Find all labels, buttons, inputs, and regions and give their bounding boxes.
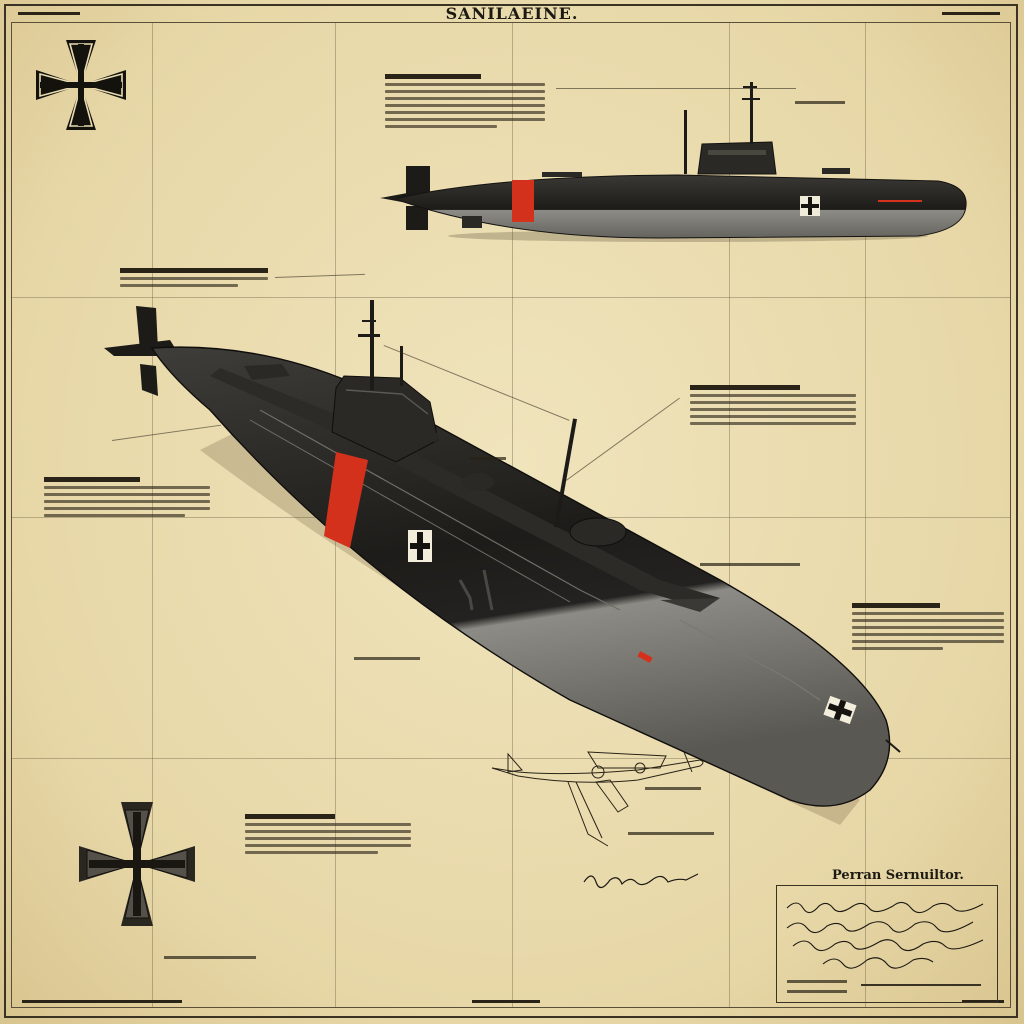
grid-line (865, 22, 866, 1008)
side-view-label (795, 101, 845, 104)
signature (583, 873, 699, 889)
iron-cross-emblem (36, 40, 126, 130)
callout-label (354, 657, 420, 660)
outer-border (4, 4, 1018, 1018)
grid-line (11, 297, 1011, 298)
annotation-block-top (385, 74, 545, 132)
callout-label (700, 563, 800, 566)
annotation-block-bottom (245, 814, 411, 858)
grid-line (11, 758, 1011, 759)
callout-label (628, 832, 714, 835)
inner-border (11, 22, 1011, 1008)
handwritten-inscription (786, 901, 984, 969)
footer-caption-right (962, 997, 1004, 1006)
footer-caption-left (22, 997, 182, 1006)
submarine-perspective-view (104, 300, 901, 825)
corner-caption-right (942, 9, 1000, 18)
sheet-title: SANILAEINE. (445, 4, 579, 23)
grid-line (729, 22, 730, 1008)
certificate-caption (787, 990, 847, 993)
callout-label (645, 787, 701, 790)
aircraft-sketch (491, 751, 704, 847)
bottom-panel-heading: Perran Sernuiltor. (832, 868, 964, 883)
leader-line (556, 88, 796, 89)
emblem-caption (164, 956, 256, 959)
signature-rule (861, 984, 981, 986)
annotation-block-lower-right (852, 603, 1004, 654)
annotation-block-upper-left (120, 268, 268, 291)
annotation-block-left (44, 477, 210, 521)
corner-caption-left (18, 9, 80, 18)
callout-label (470, 457, 506, 460)
submarine-side-view (380, 82, 967, 242)
certificate-panel (776, 885, 998, 1003)
footer-caption-center (472, 997, 540, 1006)
annotation-block-right (690, 385, 856, 429)
iron-cross-emblem-lower (79, 802, 195, 926)
certificate-caption (787, 980, 847, 983)
